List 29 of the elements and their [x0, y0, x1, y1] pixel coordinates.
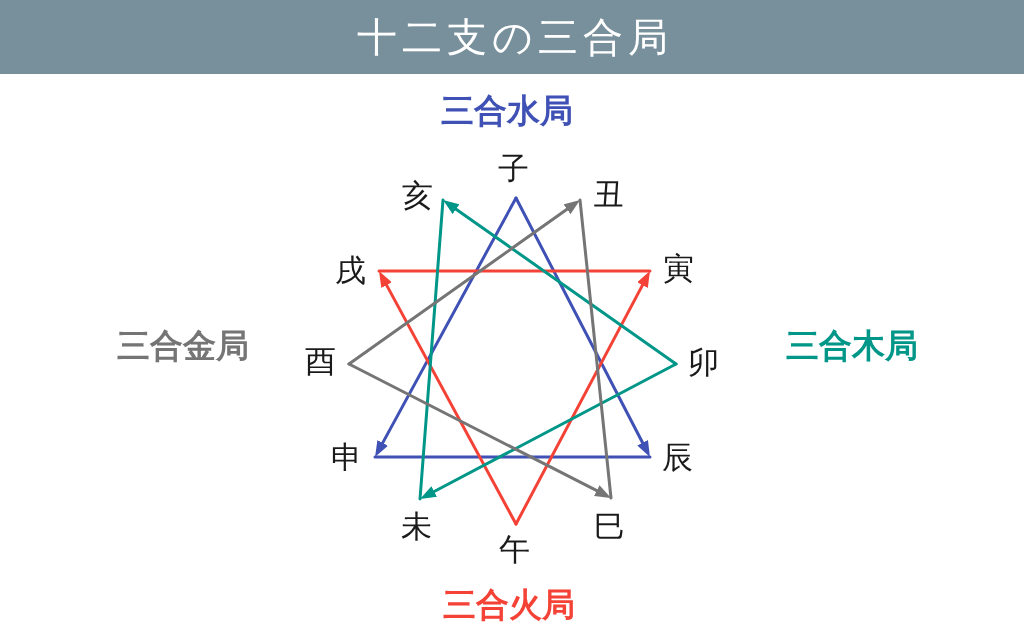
arrow — [420, 362, 678, 499]
kanji-label: 未 — [400, 510, 432, 542]
connector-line — [377, 269, 652, 273]
kanji-label: 卯 — [687, 346, 719, 378]
kanji-label: 午 — [498, 533, 530, 565]
kanji-label: 丑 — [592, 178, 624, 210]
arrow — [347, 362, 612, 498]
arrow — [443, 200, 678, 366]
kanji-label: 戌 — [334, 254, 366, 286]
kanji-label: 巳 — [593, 510, 625, 542]
arrow — [375, 196, 518, 457]
kanji-label: 寅 — [662, 252, 694, 284]
kanji-label: 酉 — [304, 345, 336, 377]
arrow — [347, 200, 581, 366]
kanji-label: 申 — [330, 441, 362, 473]
kanji-label: 辰 — [661, 441, 693, 473]
kanji-label: 亥 — [401, 179, 433, 211]
title-banner: 十二支の三合局 — [0, 0, 1024, 74]
connector-line — [418, 198, 445, 501]
group-label: 三合木局 — [786, 328, 918, 362]
connector-line — [578, 198, 613, 500]
group-label: 三合金局 — [117, 328, 249, 362]
arrow — [379, 271, 518, 526]
kanji-label: 子 — [497, 152, 529, 184]
group-label: 三合火局 — [443, 587, 575, 621]
arrow — [514, 270, 650, 526]
connector-line — [373, 455, 652, 459]
arrow — [514, 196, 650, 457]
group-label: 三合水局 — [441, 93, 573, 127]
